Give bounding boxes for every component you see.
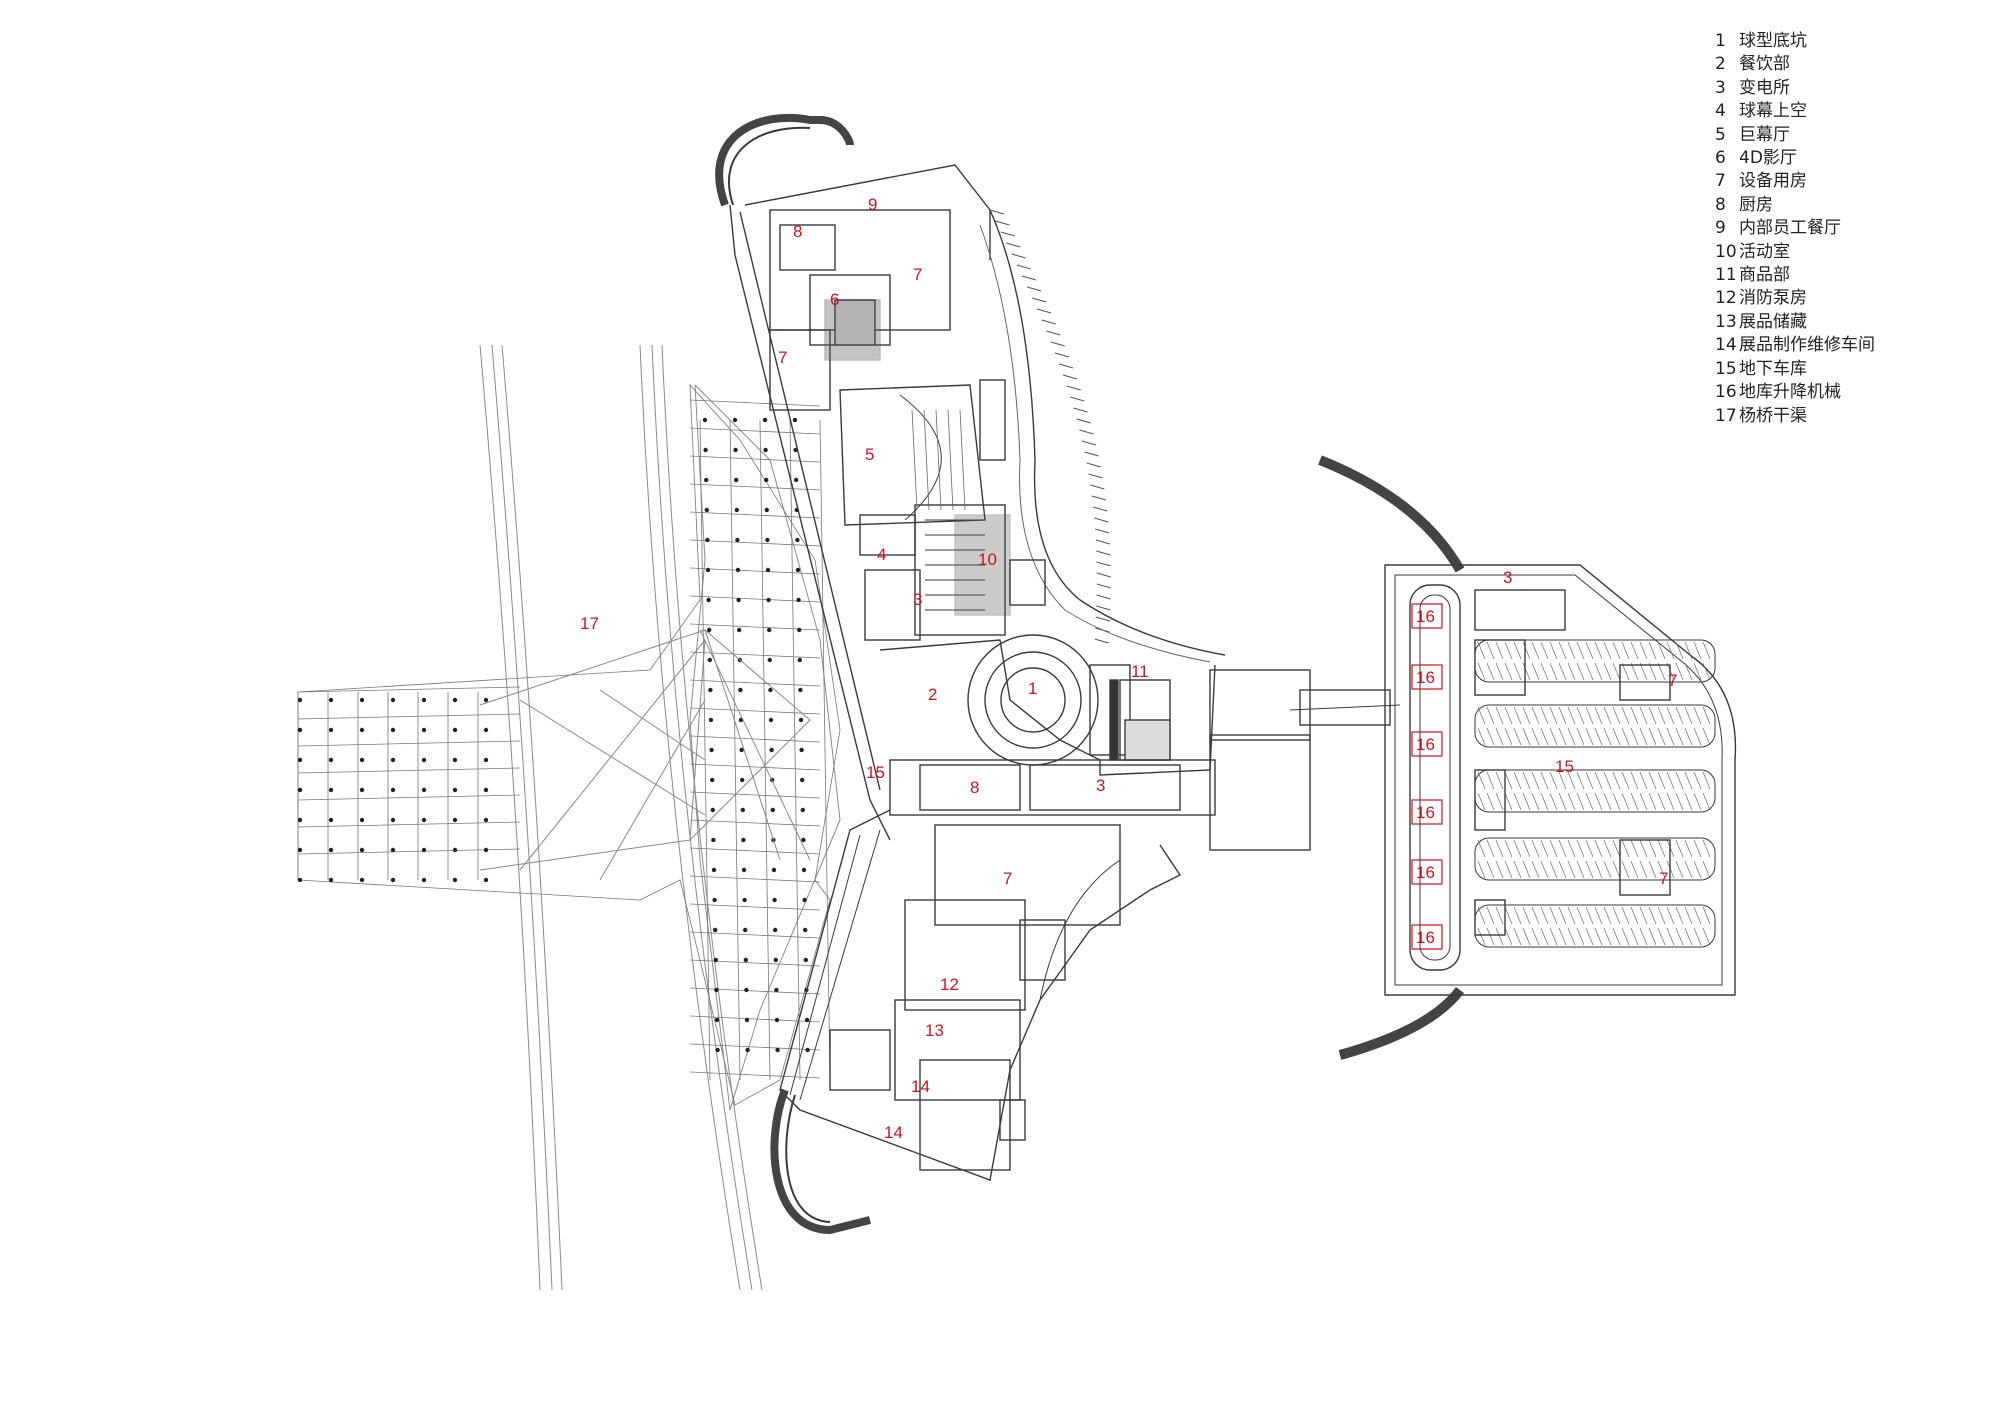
room-label-4: 4 (877, 545, 886, 564)
room-label-11: 11 (1131, 662, 1149, 681)
room-label-3: 3 (1503, 568, 1512, 587)
room-label-8: 8 (970, 778, 979, 797)
legend-label: 球型底坑 (1739, 31, 1807, 51)
legend-item: 5 巨幕厅 (1715, 124, 1875, 147)
room-label-2: 2 (928, 685, 937, 704)
room-label-7: 7 (778, 348, 787, 367)
legend-number: 3 (1715, 77, 1726, 98)
room-label-16: 16 (1416, 607, 1435, 626)
room-label-16: 16 (1416, 668, 1435, 687)
legend-label: 杨桥干渠 (1739, 405, 1807, 426)
legend-item: 8 厨房 (1715, 194, 1875, 217)
legend-number: 11 (1715, 265, 1737, 286)
legend-label: 巨幕厅 (1739, 124, 1790, 145)
legend-label: 餐饮部 (1739, 54, 1790, 75)
room-label-16: 16 (1416, 803, 1435, 822)
room-label-7: 7 (913, 265, 922, 284)
room-label-5: 5 (865, 445, 874, 464)
room-label-14: 14 (911, 1077, 930, 1096)
legend-number: 9 (1715, 218, 1726, 239)
legend-label: 地下车库 (1739, 358, 1807, 379)
legend-item: 2 餐饮部 (1715, 53, 1875, 76)
legend-item: 9 内部员工餐厅 (1715, 217, 1875, 240)
room-label-7: 7 (1659, 869, 1668, 888)
legend-label: 地库升降机械 (1739, 382, 1841, 403)
legend-number: 4 (1715, 101, 1726, 122)
legend-number: 13 (1715, 311, 1737, 332)
legend-label: 厨房 (1739, 194, 1773, 215)
room-label-13: 13 (925, 1021, 944, 1040)
room-label-12: 12 (940, 975, 959, 994)
canal-grid (297, 383, 841, 1106)
room-label-15: 15 (866, 763, 885, 782)
legend-item: 4 球幕上空 (1715, 100, 1875, 123)
legend-label: 商品部 (1739, 265, 1790, 286)
room-label-16: 16 (1416, 735, 1435, 754)
room-label-14: 14 (884, 1123, 903, 1142)
legend-label: 消防泵房 (1739, 288, 1807, 309)
canal-diagonals (479, 629, 811, 881)
room-labels: 9 8 7 6 7 5 4 10 3 1 11 2 15 8 3 7 12 13… (580, 195, 1677, 1142)
legend-number: 7 (1715, 171, 1726, 192)
legend-number: 16 (1715, 382, 1737, 403)
legend-label: 4D影厅 (1739, 148, 1797, 169)
legend-label: 展品制作维修车间 (1739, 335, 1875, 356)
legend-number: 17 (1715, 405, 1737, 426)
canal-17 (479, 344, 841, 1291)
room-label-15: 15 (1555, 757, 1574, 776)
legend-item: 6 4D影厅 (1715, 147, 1875, 170)
room-label-16: 16 (1416, 928, 1435, 947)
legend-number: 8 (1715, 194, 1726, 215)
legend-number: 5 (1715, 124, 1726, 145)
room-label-7: 7 (1668, 671, 1677, 690)
canal-grid-nodes (297, 417, 810, 1053)
room-label-6: 6 (830, 290, 839, 309)
room-label-1: 1 (1028, 679, 1037, 698)
legend-item: 7 设备用房 (1715, 170, 1875, 193)
room-label-8: 8 (793, 222, 802, 241)
room-label-9: 9 (868, 195, 877, 214)
main-building (715, 113, 1401, 1235)
legend-number: 12 (1715, 288, 1737, 309)
room-label-7: 7 (1003, 869, 1012, 888)
legend-item: 1 球型底坑 (1715, 30, 1875, 53)
room-label-10: 10 (978, 550, 997, 569)
legend-label: 内部员工餐厅 (1739, 218, 1841, 239)
legend-item: 3 变电所 (1715, 77, 1875, 100)
room-label-3: 3 (1096, 776, 1105, 795)
legend: 1 球型底坑 2 餐饮部 3 变电所 4 球幕上空 5 巨幕厅 6 4D影厅 7 设备用房 8 厨房 9 内部员工… (1715, 30, 1875, 428)
legend-label: 变电所 (1739, 77, 1790, 98)
legend-number: 6 (1715, 148, 1726, 169)
legend-number: 1 (1715, 31, 1726, 51)
legend-label: 设备用房 (1739, 171, 1807, 192)
legend-number: 10 (1715, 241, 1737, 262)
legend-number: 15 (1715, 358, 1737, 379)
legend-label: 活动室 (1739, 241, 1790, 262)
legend-label: 球幕上空 (1739, 101, 1807, 122)
room-label-16: 16 (1416, 863, 1435, 882)
room-label-3: 3 (913, 590, 922, 609)
room-label-17: 17 (580, 614, 599, 633)
legend-label: 展品储藏 (1739, 311, 1807, 332)
parking-garage (1318, 453, 1737, 1065)
legend-number: 2 (1715, 54, 1726, 75)
lift-markers (1411, 603, 1443, 950)
legend-number: 14 (1715, 335, 1737, 356)
